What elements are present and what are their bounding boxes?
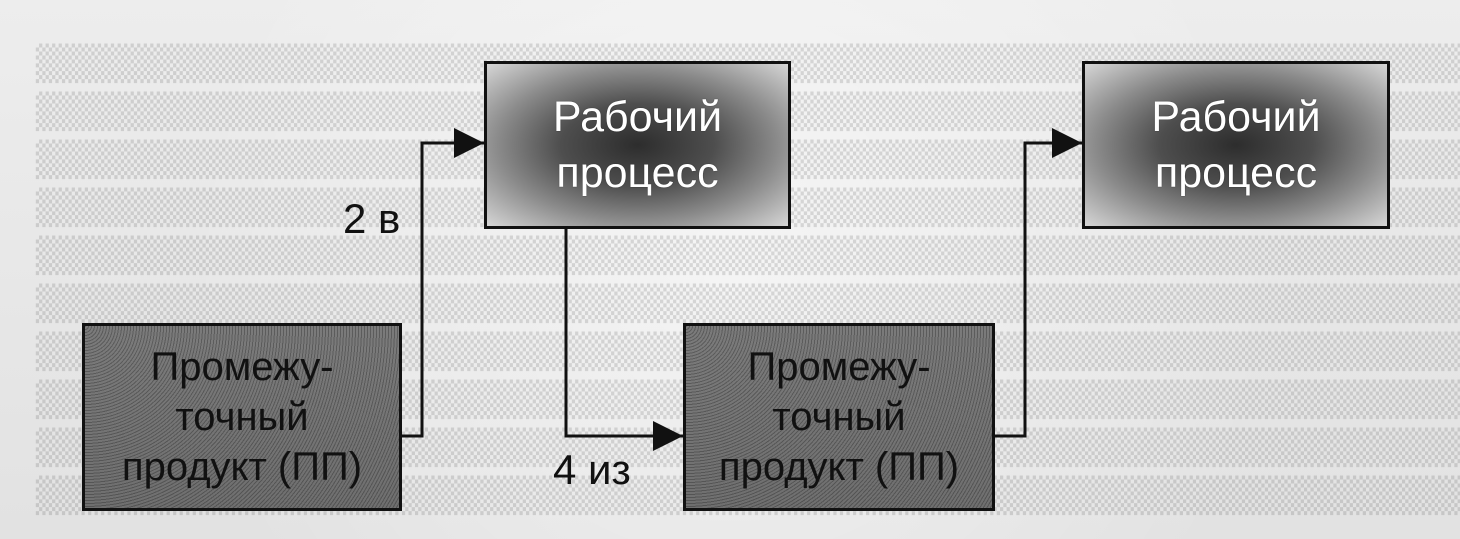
intermediate-product-box-1: Промежу- точный продукт (ПП): [82, 323, 402, 511]
process-box-1: Рабочий процесс: [484, 61, 791, 229]
connector-product-2-to-process-2: [995, 128, 1082, 438]
edge-label-4iz: 4 из: [553, 446, 631, 493]
intermediate-product-box-2: Промежу- точный продукт (ПП): [683, 323, 995, 511]
connector-process-1-to-product-2: [564, 223, 683, 451]
process-box-1-label: Рабочий процесс: [552, 93, 723, 197]
edge-label-2v: 2 в: [343, 195, 401, 242]
intermediate-product-box-1-label: Промежу- точный продукт (ПП): [121, 345, 363, 489]
process-box-2: Рабочий процесс: [1082, 61, 1390, 229]
connector-product-1-to-process-1: [402, 128, 484, 438]
intermediate-product-box-2-label: Промежу- точный продукт (ПП): [718, 345, 960, 489]
process-box-2-label: Рабочий процесс: [1151, 93, 1321, 197]
